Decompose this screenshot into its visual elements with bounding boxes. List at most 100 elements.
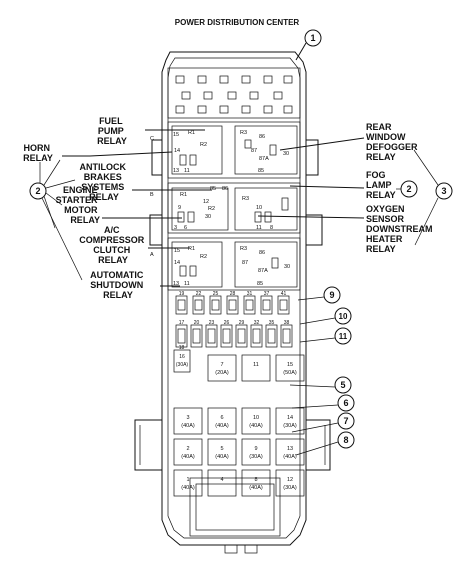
maxi-fuse-rating: (40A)	[181, 485, 195, 491]
svg-text:2: 2	[406, 184, 411, 194]
maxi-fuse-number: 5	[220, 446, 223, 452]
mini-fuse-body	[267, 328, 276, 344]
pdc-housing	[134, 51, 331, 554]
svg-text:86: 86	[259, 134, 265, 140]
mini-fuse-22	[192, 295, 205, 315]
svg-text:A: A	[150, 252, 154, 258]
svg-text:30: 30	[284, 264, 290, 270]
fuse-16	[173, 349, 191, 373]
svg-text:11: 11	[184, 168, 190, 174]
mini-fuse-body	[194, 299, 203, 311]
maxi-fuse-number: 6	[220, 415, 223, 421]
mini-fuse-body	[279, 299, 288, 311]
label-antilock-relay: ANTILOCK BRAKES SYSTEMS RELAY	[79, 162, 128, 202]
svg-text:85: 85	[210, 186, 216, 192]
maxi-fuse-rating: (40A)	[283, 454, 297, 460]
svg-text:8: 8	[343, 435, 348, 445]
maxi-fuse-number: 10	[253, 415, 259, 421]
maxi-fuse-8	[241, 469, 271, 497]
mini-fuse-label: 19	[179, 291, 185, 297]
svg-text:13: 13	[173, 168, 179, 174]
svg-text:10: 10	[256, 205, 262, 211]
mini-fuse-label: 28	[230, 291, 236, 297]
svg-text:5: 5	[340, 380, 345, 390]
svg-text:R3: R3	[240, 246, 247, 252]
svg-text:2: 2	[35, 186, 40, 196]
mini-fuse-17	[175, 324, 188, 348]
maxi-fuse-rating: (40A)	[249, 423, 263, 429]
maxi-fuse-number: 7	[220, 362, 223, 368]
label-fog-lamp-relay: FOG LAMP RELAY	[366, 170, 396, 200]
svg-text:14: 14	[174, 148, 180, 154]
maxi-fuse-rating: (40A)	[181, 454, 195, 460]
svg-text:87: 87	[242, 260, 248, 266]
svg-text:C: C	[150, 136, 154, 142]
svg-text:16: 16	[179, 354, 185, 360]
maxi-fuse-number: 2	[186, 446, 189, 452]
svg-text:87: 87	[251, 148, 257, 154]
svg-text:9: 9	[178, 205, 181, 211]
label-rear-defogger-relay: REAR WINDOW DEFOGGER RELAY	[366, 122, 420, 162]
maxi-fuse-rating: (30A)	[283, 485, 297, 491]
svg-text:(30A): (30A)	[176, 362, 189, 368]
svg-text:R1: R1	[188, 130, 195, 136]
mini-fuse-body	[192, 328, 201, 344]
svg-text:15: 15	[174, 248, 180, 254]
mini-fuse-label: 25	[213, 291, 219, 297]
maxi-fuse-4	[207, 469, 237, 497]
maxi-fuse-rating: (40A)	[215, 454, 229, 460]
maxi-fuse-number: 12	[287, 477, 293, 483]
svg-text:30: 30	[205, 214, 211, 220]
maxi-fuse-2	[173, 438, 203, 466]
maxi-fuse-number: 11	[253, 362, 259, 368]
svg-text:30: 30	[283, 151, 289, 157]
svg-text:85: 85	[257, 281, 263, 287]
maxi-fuse-rating: (40A)	[181, 423, 195, 429]
mini-fuse-29	[235, 324, 248, 348]
svg-text:8: 8	[270, 225, 273, 231]
maxi-fuse-rating: (40A)	[215, 423, 229, 429]
svg-text:11: 11	[184, 281, 190, 287]
svg-text:R2: R2	[200, 142, 207, 148]
mini-fuse-31	[243, 295, 256, 315]
svg-text:85: 85	[258, 168, 264, 174]
maxi-fuse-14	[275, 407, 305, 435]
mini-fuse-35	[265, 324, 278, 348]
mini-fuse-label: 29	[239, 320, 245, 326]
label-fuel-pump-relay: FUEL PUMP RELAY	[97, 116, 127, 146]
svg-text:13: 13	[173, 281, 179, 287]
svg-text:11: 11	[256, 225, 262, 231]
label-asd-relay: AUTOMATIC SHUTDOWN RELAY	[90, 270, 146, 300]
mini-fuse-label: 32	[254, 320, 260, 326]
label-ac-clutch-relay: A/C COMPRESSOR CLUTCH RELAY	[79, 225, 147, 265]
maxi-fuse-11	[241, 354, 271, 382]
mini-fuse-label: 17	[179, 320, 185, 326]
svg-text:86: 86	[222, 186, 228, 192]
right-callouts: 9 10 11 5 6 7 8	[289, 286, 355, 456]
label-o2-heater-relay: OXYGEN SENSOR DOWNSTREAM HEATER RELAY	[366, 204, 435, 254]
svg-text:15: 15	[173, 132, 179, 138]
maxi-fuse-6	[207, 407, 237, 435]
maxi-fuse-15	[275, 354, 305, 382]
svg-text:9: 9	[329, 290, 334, 300]
maxi-fuse-rating: (30A)	[283, 423, 297, 429]
mini-fuse-body	[282, 328, 291, 344]
relay-block-lower: 15 R1 R2 R3 86 87 14 87A 30 13 11 85 A	[150, 237, 301, 291]
mini-fuse-body	[177, 299, 186, 311]
svg-text:87A: 87A	[258, 268, 268, 274]
diagram-title: POWER DISTRIBUTION CENTER	[175, 18, 300, 27]
mini-fuse-37	[260, 295, 273, 315]
mini-fuse-label: 18	[179, 345, 185, 351]
maxi-fuse-number: 1	[186, 477, 189, 483]
svg-text:R2: R2	[208, 206, 215, 212]
mini-fuse-32	[250, 324, 263, 348]
mini-fuse-28	[226, 295, 239, 315]
mini-fuse-label: 31	[247, 291, 253, 297]
mini-fuse-label: 20	[194, 320, 200, 326]
mini-fuse-label: 41	[281, 291, 287, 297]
mini-fuse-26	[220, 324, 233, 348]
svg-text:1: 1	[310, 33, 315, 43]
svg-text:87A: 87A	[259, 156, 269, 162]
maxi-fuse-number: 3	[186, 415, 189, 421]
